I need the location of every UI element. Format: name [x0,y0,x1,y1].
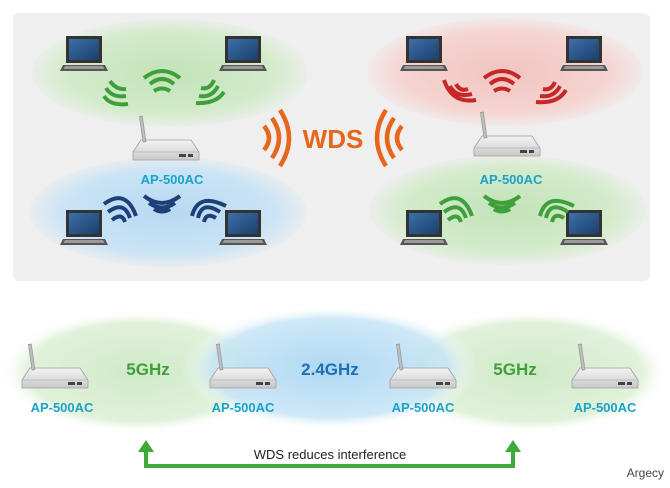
wifi-wave-icon [102,194,227,223]
wds-label: WDS [303,124,364,154]
band-zone-24ghz [182,306,478,430]
wifi-wave-icon [102,94,129,107]
wifi-wave-icon [442,69,568,105]
laptop-icon [219,36,267,71]
laptop-icon [560,210,608,245]
laptop-icon [400,210,448,245]
watermark: Argecy [627,466,664,480]
band-label-5ghz-left: 5GHz [126,360,169,379]
band-label-24ghz: 2.4GHz [301,360,359,379]
laptop-icon [219,210,267,245]
wifi-wave-icon [104,69,226,106]
interference-arrow [138,440,521,468]
laptop-icon [400,36,448,71]
ap-label-bottom-2: AP-500AC [212,400,275,415]
wifi-wave-icon [262,108,404,168]
ap-label-bottom-4: AP-500AC [574,400,637,415]
band-label-5ghz-right: 5GHz [493,360,536,379]
laptop-icon [60,36,108,71]
laptop-icon [60,210,108,245]
laptop-icon [560,36,608,71]
ap-label-bottom-1: AP-500AC [31,400,94,415]
wifi-wave-icon [438,194,575,223]
ap-label-bottom-3: AP-500AC [392,400,455,415]
ap-label-left: AP-500AC [141,172,204,187]
caption: WDS reduces interference [254,447,406,462]
ap-label-right: AP-500AC [480,172,543,187]
